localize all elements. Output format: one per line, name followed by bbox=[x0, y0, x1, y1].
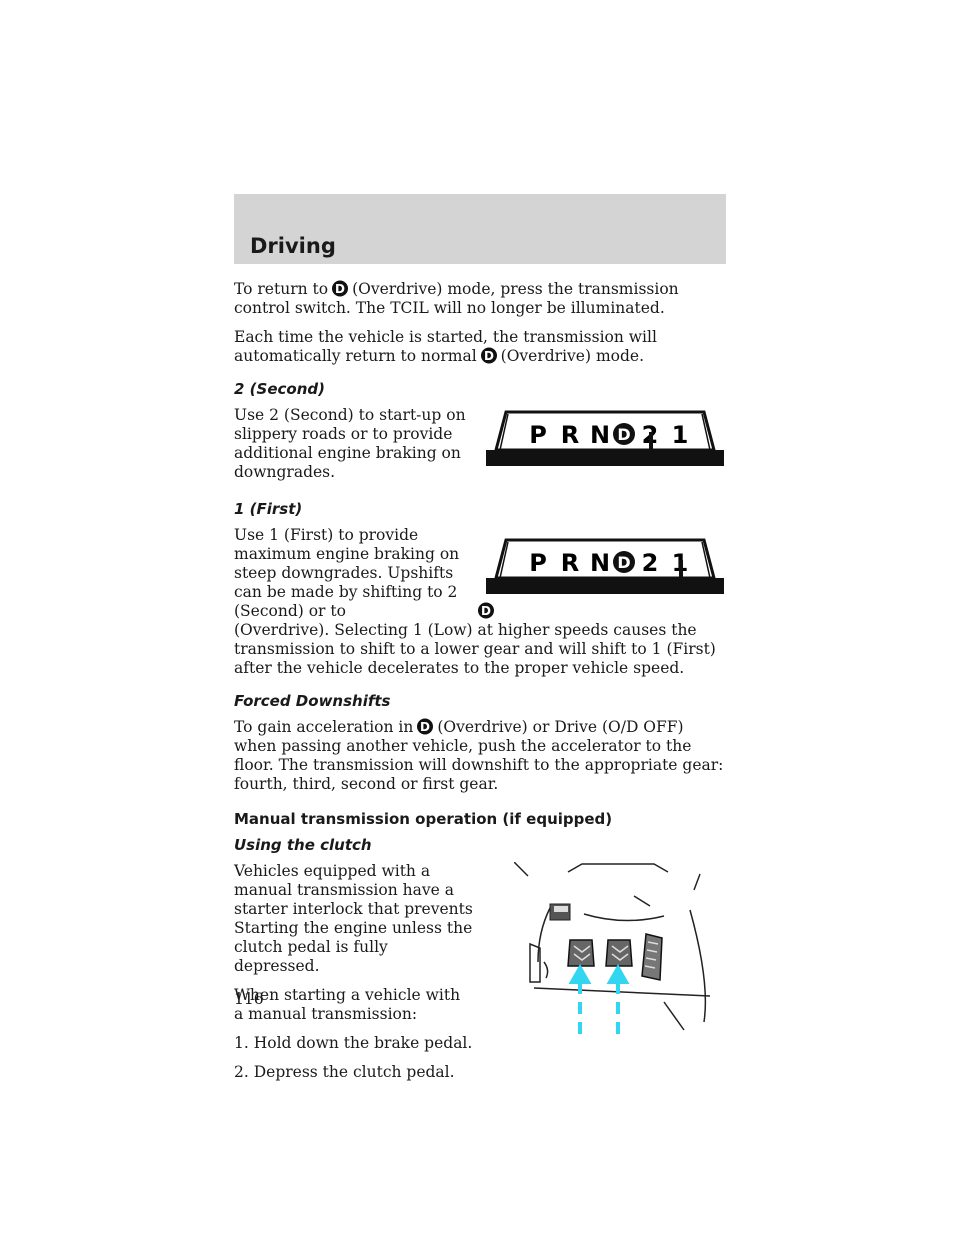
step-2: 2. Depress the clutch pedal. bbox=[234, 1063, 455, 1081]
paragraph-when-starting: When starting a vehicle with a manual tr… bbox=[234, 986, 461, 1023]
second-block: Use 2 (Second) to start-up on slippery r… bbox=[234, 406, 726, 486]
gear-label-1: 1 bbox=[672, 421, 689, 449]
paragraph-interlock: Vehicles equipped with a manual transmis… bbox=[234, 862, 473, 975]
paragraph-first: Use 1 (First) to provide maximum engine … bbox=[234, 526, 716, 677]
gear-label-r: R bbox=[561, 549, 579, 577]
gear-label-d: D bbox=[617, 553, 630, 572]
gear-label-n: N bbox=[590, 421, 610, 449]
svg-text:D: D bbox=[484, 349, 494, 363]
gear-label-2: 2 bbox=[642, 549, 659, 577]
overdrive-icon: D bbox=[478, 602, 494, 619]
first-block: P R N D 2 1 Use 1 (First) to provide max… bbox=[234, 526, 726, 678]
gear-pointer bbox=[679, 560, 683, 578]
gear-label-p: P bbox=[529, 549, 547, 577]
section-title: Driving bbox=[250, 234, 336, 258]
pedal-illustration bbox=[514, 862, 711, 1042]
gear-selector-second: P R N D 2 1 bbox=[486, 410, 724, 466]
svg-text:D: D bbox=[481, 604, 491, 618]
heading-second: 2 (Second) bbox=[234, 380, 325, 398]
gear-label-d: D bbox=[617, 425, 630, 444]
page-number: 116 bbox=[234, 990, 264, 1008]
gear-selector-first: P R N D 2 1 bbox=[486, 538, 724, 594]
gear-label-r: R bbox=[561, 421, 579, 449]
paragraph-second: Use 2 (Second) to start-up on slippery r… bbox=[234, 406, 466, 481]
svg-text:D: D bbox=[335, 282, 345, 296]
gear-label-p: P bbox=[529, 421, 547, 449]
gear-pointer bbox=[649, 432, 653, 450]
clutch-block: Vehicles equipped with a manual transmis… bbox=[234, 862, 726, 1082]
paragraph-return-normal: Each time the vehicle is started, the tr… bbox=[234, 328, 657, 365]
arrow-up-icon bbox=[606, 963, 630, 984]
clutch-pedal bbox=[567, 939, 595, 967]
heading-forced-downshifts: Forced Downshifts bbox=[234, 692, 391, 710]
gear-label-n: N bbox=[590, 549, 610, 577]
heading-using-clutch: Using the clutch bbox=[234, 836, 372, 854]
overdrive-icon: D bbox=[417, 718, 434, 735]
heading-first: 1 (First) bbox=[234, 500, 303, 518]
clutch-text-column: Vehicles equipped with a manual transmis… bbox=[234, 862, 474, 1082]
heading-manual-transmission: Manual transmission operation (if equipp… bbox=[234, 810, 613, 828]
arrow-up-icon bbox=[568, 963, 592, 984]
section-header: Driving bbox=[234, 194, 726, 264]
overdrive-icon: D bbox=[480, 347, 497, 364]
overdrive-icon: D bbox=[332, 280, 349, 297]
svg-text:D: D bbox=[420, 720, 430, 734]
accelerator-pedal bbox=[641, 933, 663, 981]
brake-pedal bbox=[605, 939, 633, 967]
step-1: 1. Hold down the brake pedal. bbox=[234, 1034, 473, 1052]
